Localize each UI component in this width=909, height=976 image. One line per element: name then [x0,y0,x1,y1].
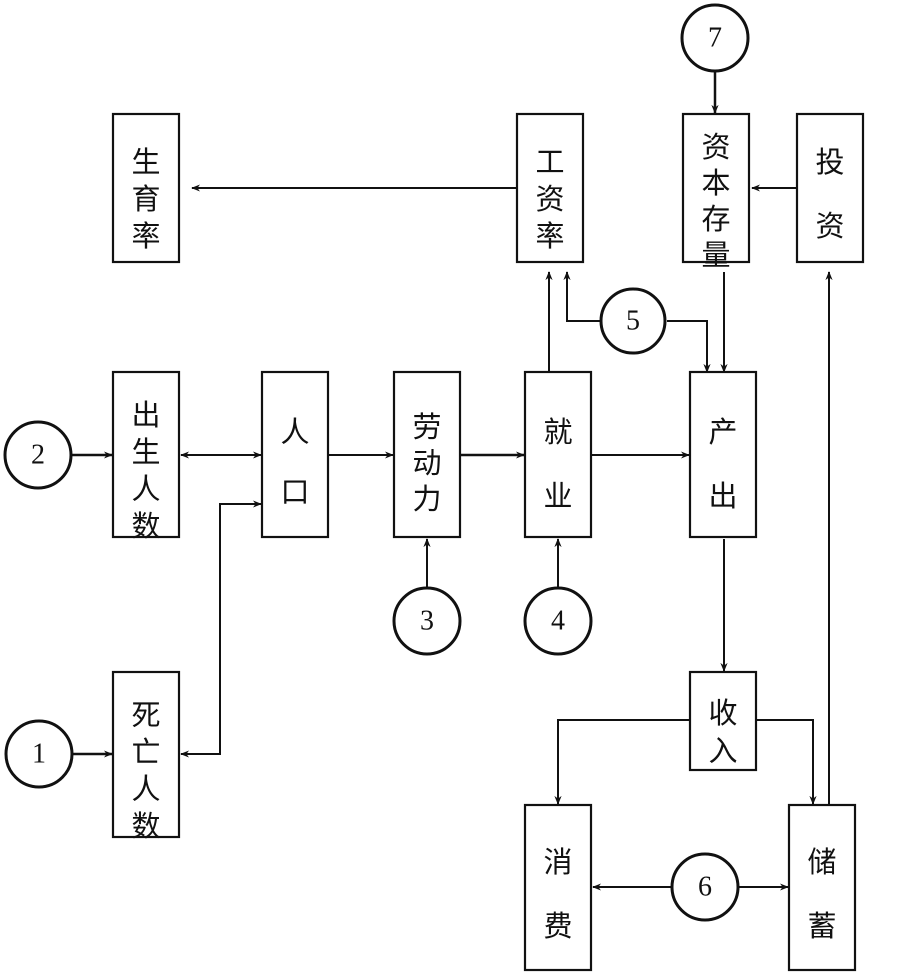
label-char: 死 [131,698,160,732]
box-deaths-label: 死亡人数 [131,698,160,843]
label-char: 出 [131,398,160,432]
box-output: 产出 [688,370,758,539]
label-char: 储 [807,845,836,879]
label-char: 资 [815,209,844,243]
edge-c5-to-wage [563,271,601,322]
box-births: 出生人数 [111,370,181,543]
label-char: 蓄 [807,909,836,943]
label-char: 人 [280,415,309,449]
label-char: 消 [543,845,572,879]
label-char: 资 [701,130,730,164]
edge-c5-to-output [667,320,711,373]
box-birth-rate: 生育率 [111,112,181,264]
box-wage-rate: 工资率 [515,112,585,264]
box-investment: 投资 [795,112,865,264]
label-char: 劳 [412,410,441,444]
box-population: 人口 [260,370,330,539]
box-labor-force: 劳动力 [392,370,462,539]
label-char: 工 [535,145,564,179]
circle-2: 2 [3,420,73,490]
circle-4-label: 4 [551,606,565,637]
circle-6: 6 [670,852,740,922]
label-char: 入 [708,734,737,768]
box-wage-rate-label: 工资率 [535,145,564,253]
label-char: 本 [701,166,730,200]
box-investment-label: 投资 [815,145,844,243]
box-savings: 储蓄 [787,803,857,972]
circle-1: 1 [4,719,74,789]
label-char: 资 [535,182,564,216]
box-births-label: 出生人数 [131,398,160,543]
circle-5: 5 [599,287,667,355]
box-employment: 就业 [523,370,593,539]
box-savings-label: 储蓄 [807,845,836,943]
circle-2-label: 2 [31,440,45,471]
label-char: 存 [701,202,730,236]
circle-7-label: 7 [708,23,722,54]
label-char: 亡 [131,735,160,769]
circle-3: 3 [392,586,462,656]
label-char: 生 [131,435,160,469]
label-char: 动 [412,446,441,480]
box-consumption: 消费 [523,803,593,972]
box-deaths: 死亡人数 [111,670,181,843]
box-population-label: 人口 [280,415,309,509]
circle-1-label: 1 [32,739,46,770]
edge-deaths-population [180,500,262,758]
label-char: 产 [708,415,737,449]
label-char: 量 [701,238,730,272]
box-birth-rate-label: 生育率 [131,145,160,253]
label-char: 就 [543,415,572,449]
label-char: 口 [280,475,309,509]
edge-income-to-consumption [554,719,689,805]
circle-7: 7 [680,3,750,73]
circle-3-label: 3 [420,606,434,637]
label-char: 育 [131,182,160,216]
box-output-label: 产出 [708,415,737,513]
box-labor-force-label: 劳动力 [412,410,441,516]
box-capital-stock: 资本存量 [681,112,751,272]
label-char: 数 [131,509,160,543]
box-income-label: 收入 [708,696,737,768]
label-char: 率 [131,219,160,253]
label-char: 投 [815,145,844,179]
box-consumption-label: 消费 [543,845,572,943]
label-char: 率 [535,219,564,253]
box-capital-stock-label: 资本存量 [701,130,730,272]
circle-4: 4 [523,586,593,656]
label-char: 数 [131,809,160,843]
label-char: 费 [543,909,572,943]
label-char: 人 [131,472,160,506]
circle-5-label: 5 [626,306,640,337]
label-char: 人 [131,772,160,806]
label-char: 力 [412,482,441,516]
label-char: 生 [131,145,160,179]
label-char: 出 [708,479,737,513]
label-char: 业 [543,479,572,513]
box-employment-label: 就业 [543,415,572,513]
edge-income-to-savings [756,719,817,805]
box-income: 收入 [688,670,758,772]
circle-6-label: 6 [698,872,712,903]
label-char: 收 [708,696,737,730]
